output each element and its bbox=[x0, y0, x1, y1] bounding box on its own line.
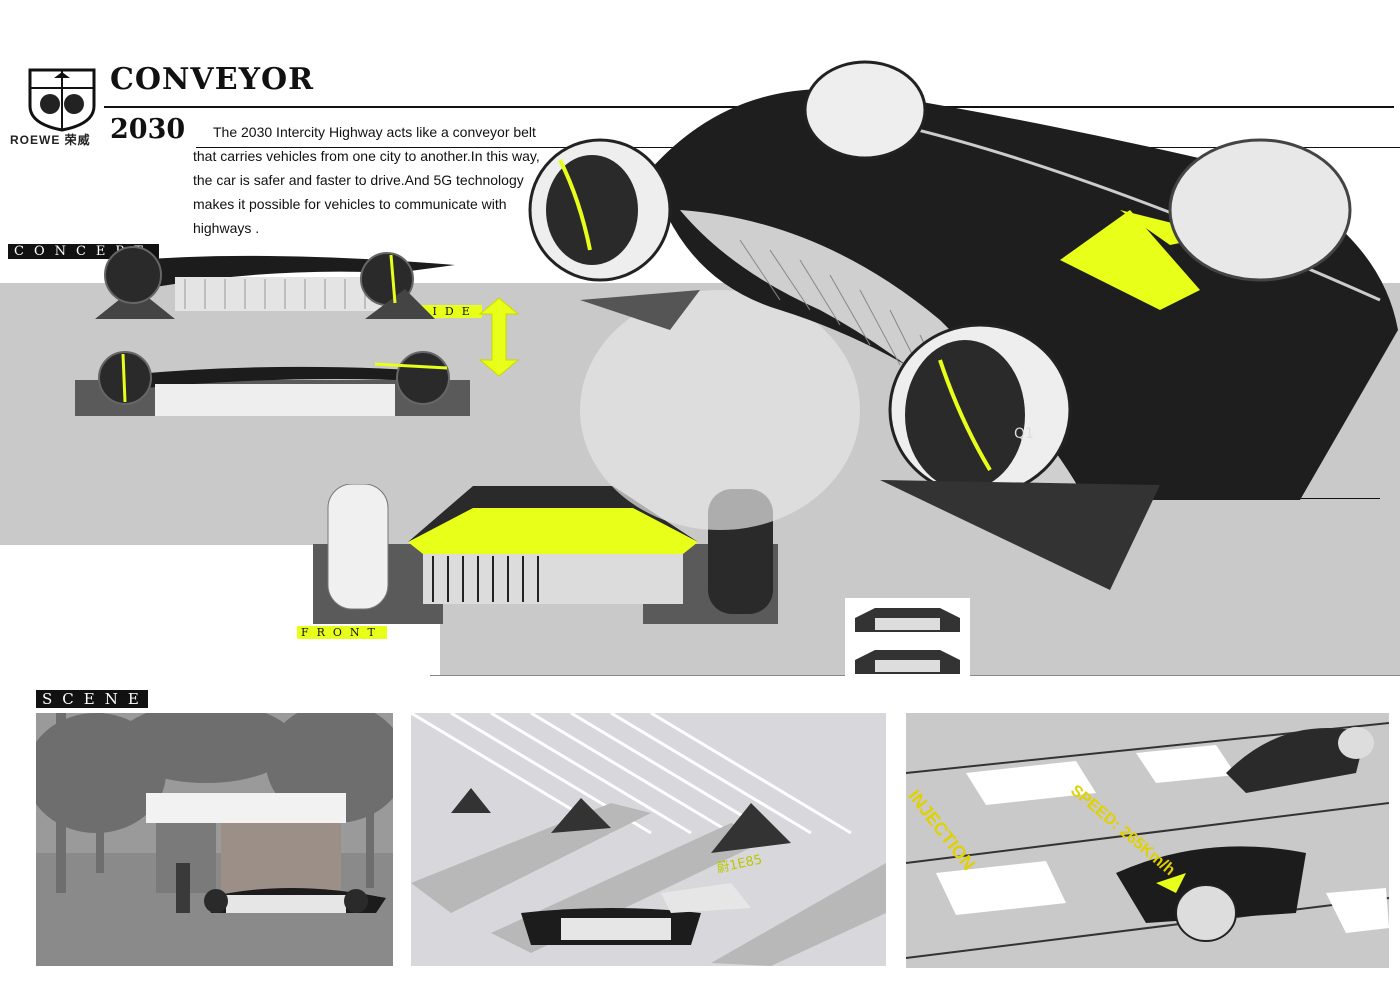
side-view-car-top bbox=[95, 246, 455, 319]
up-down-arrow-icon bbox=[478, 297, 520, 377]
wheel-badge: Q1 bbox=[1014, 426, 1034, 442]
front-label: FRONT bbox=[297, 626, 387, 639]
front-view-car bbox=[313, 484, 778, 624]
scene-forest-house bbox=[36, 713, 393, 966]
brand-name: ROEWE 荣威 bbox=[10, 133, 91, 147]
page-title: CONVEYOR bbox=[110, 62, 315, 97]
scene-label: SCENE bbox=[36, 690, 148, 708]
side-view-car-bottom bbox=[75, 351, 470, 416]
scene-highway-conveyor bbox=[411, 713, 886, 966]
scene-road-markings bbox=[906, 713, 1389, 968]
concept-description: The 2030 Intercity Highway acts like a c… bbox=[193, 124, 540, 236]
hero-car-rendering bbox=[528, 60, 1398, 590]
view-thumbnails bbox=[845, 598, 970, 684]
concept-year: 2030 bbox=[110, 114, 186, 145]
roewe-lion-shield-logo-icon bbox=[28, 68, 96, 132]
roewe-logo bbox=[24, 66, 100, 148]
